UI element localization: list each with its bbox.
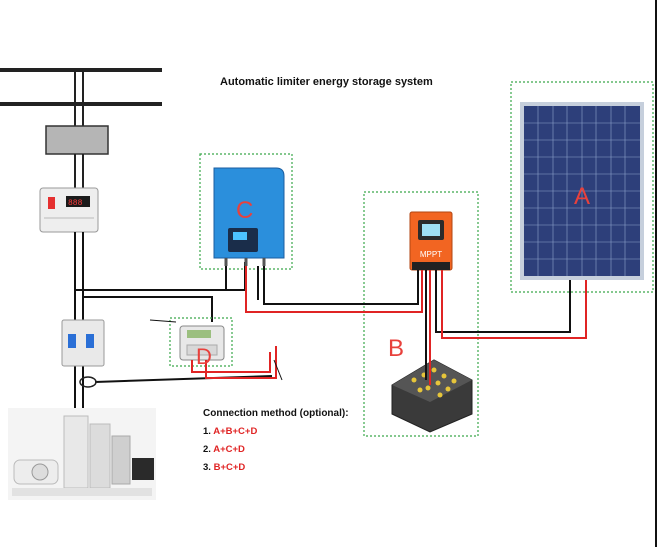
battery-bank — [391, 359, 473, 433]
frame-d — [169, 317, 233, 367]
label-c: C — [236, 197, 253, 224]
connection-option-1: 1. A+B+C+D — [203, 426, 257, 437]
inverter-c — [213, 167, 285, 266]
right-border — [655, 0, 657, 547]
appliances-icon — [8, 408, 156, 500]
connection-option-2: 2. A+C+D — [203, 444, 245, 455]
svg-text:888: 888 — [68, 199, 83, 208]
label-d: D — [196, 344, 212, 369]
connection-option-3: 3. B+C+D — [203, 462, 245, 473]
option-number: 2. — [203, 444, 211, 455]
diagram-title: Automatic limiter energy storage system — [220, 76, 433, 88]
option-number: 1. — [203, 426, 211, 437]
option-value: A+C+D — [213, 444, 245, 455]
limiter-d — [179, 325, 225, 361]
utility-pole-icon — [0, 68, 162, 126]
option-number: 3. — [203, 462, 211, 473]
option-value: A+B+C+D — [213, 426, 258, 437]
meter-box-icon — [45, 125, 109, 188]
dc-wires-black — [225, 266, 571, 380]
frame-b — [363, 191, 479, 437]
connection-heading: Connection method (optional): — [203, 408, 349, 419]
grid-wires — [74, 232, 273, 410]
label-b: B — [388, 335, 404, 362]
circuit-breaker-icon — [61, 319, 105, 367]
ct-clamp-icon — [79, 376, 97, 388]
solar-panel-a — [520, 102, 644, 280]
energy-meter-icon: 888 — [39, 187, 99, 233]
label-a: A — [574, 183, 590, 210]
mppt-label: MPPT — [420, 250, 442, 259]
signal-arrow — [149, 319, 283, 381]
dc-wires-red — [191, 266, 587, 385]
option-value: B+C+D — [213, 462, 246, 473]
mppt-controller: MPPT — [409, 211, 453, 271]
